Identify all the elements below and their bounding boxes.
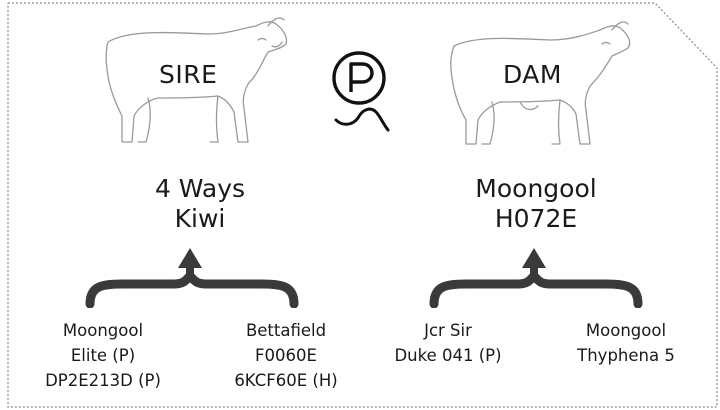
dam-grandsire-line2: Duke 041 (P) <box>394 346 502 365</box>
dam-granddam-line2: Thyphena 5 <box>577 346 675 365</box>
sire-name-line1: 4 Ways <box>154 174 246 203</box>
sire-granddam-line1: Bettafield <box>245 321 327 340</box>
sire-grandsire-line2: Elite (P) <box>70 346 136 365</box>
dam-name-line2: H072E <box>494 204 578 233</box>
sire-bracket-arrow-icon <box>85 248 299 308</box>
dam-granddam-line1: Moongool <box>585 321 667 340</box>
dam-cow-icon <box>450 21 631 145</box>
sire-name: 4 Ways Kiwi <box>110 174 290 234</box>
dam-grandsire-line1: Jcr Sir <box>424 321 472 340</box>
sire-name-line2: Kiwi <box>174 204 226 233</box>
dam-grandsire: Jcr Sir Duke 041 (P) <box>378 318 518 368</box>
dam-bracket-arrow-icon <box>429 248 643 308</box>
dam-granddam: Moongool Thyphena 5 <box>556 318 696 368</box>
sire-grandsire-line3: DP2E213D (P) <box>45 371 161 390</box>
polled-symbol-icon <box>332 51 390 132</box>
sire-label: SIRE <box>159 60 218 89</box>
dam-label: DAM <box>503 60 562 89</box>
sire-cow-icon <box>105 17 288 143</box>
dam-name-line1: Moongool <box>475 174 597 203</box>
sire-grandsire: Moongool Elite (P) DP2E213D (P) <box>28 318 178 393</box>
dam-name: Moongool H072E <box>446 174 626 234</box>
sire-granddam-line3: 6KCF60E (H) <box>234 371 338 390</box>
sire-granddam-line2: F0060E <box>255 346 317 365</box>
sire-granddam: Bettafield F0060E 6KCF60E (H) <box>222 318 350 393</box>
sire-grandsire-line1: Moongool <box>62 321 144 340</box>
